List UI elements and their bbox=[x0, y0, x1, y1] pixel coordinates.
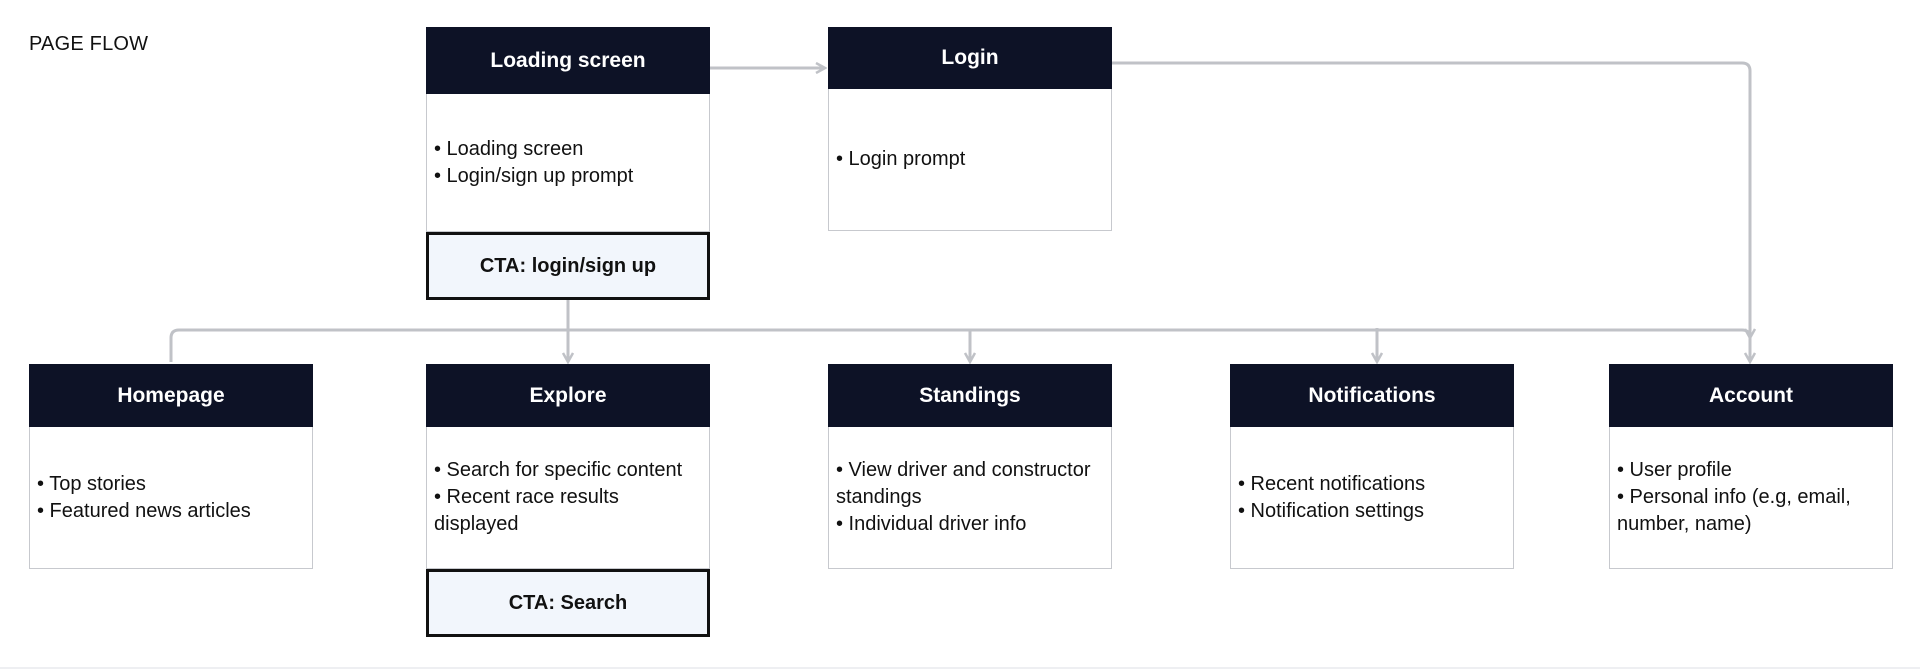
node-standings-body: • View driver and constructor standings … bbox=[828, 427, 1112, 569]
node-homepage-title: Homepage bbox=[29, 364, 313, 427]
node-loading-screen-body: • Loading screen • Login/sign up prompt bbox=[426, 94, 710, 232]
list-item: • Recent notifications bbox=[1238, 472, 1426, 495]
node-notifications-body: • Recent notifications • Notification se… bbox=[1230, 427, 1514, 569]
list-item: • Loading screen bbox=[434, 137, 584, 160]
connector-bus bbox=[169, 330, 1750, 362]
node-login-title: Login bbox=[828, 27, 1112, 89]
bottom-divider bbox=[0, 667, 1920, 669]
node-login: Login • Login prompt bbox=[828, 27, 1112, 231]
list-item: • View driver and constructor standings bbox=[836, 459, 1091, 508]
list-item: • Login prompt bbox=[836, 148, 966, 170]
list-item: • Individual driver info bbox=[836, 513, 1027, 535]
node-explore-title: Explore bbox=[426, 364, 710, 427]
list-item: • Login/sign up prompt bbox=[434, 164, 634, 187]
node-notifications-title: Notifications bbox=[1230, 364, 1514, 427]
node-account: Account • User profile • Personal info (… bbox=[1609, 364, 1893, 569]
node-explore: Explore • Search for specific content • … bbox=[426, 364, 710, 569]
list-item: • Personal info (e.g, email, number, nam… bbox=[1617, 486, 1851, 535]
node-account-body: • User profile • Personal info (e.g, ema… bbox=[1609, 427, 1893, 569]
node-notifications: Notifications • Recent notifications • N… bbox=[1230, 364, 1514, 569]
connector-login-to-account bbox=[1112, 61, 1750, 362]
node-loading-screen-title: Loading screen bbox=[426, 27, 710, 94]
cta-search[interactable]: CTA: Search bbox=[426, 569, 710, 637]
node-standings-title: Standings bbox=[828, 364, 1112, 427]
list-item: • Recent race results displayed bbox=[434, 486, 619, 535]
node-login-body: • Login prompt bbox=[828, 89, 1112, 231]
cta-login-sign-up[interactable]: CTA: login/sign up bbox=[426, 232, 710, 300]
list-item: • Search for specific content bbox=[434, 459, 683, 481]
list-item: • Notification settings bbox=[1238, 499, 1424, 522]
node-loading-screen: Loading screen • Loading screen • Login/… bbox=[426, 27, 710, 232]
node-standings: Standings • View driver and constructor … bbox=[828, 364, 1112, 569]
node-account-title: Account bbox=[1609, 364, 1893, 427]
page-title: PAGE FLOW bbox=[29, 33, 149, 55]
node-homepage-body: • Top stories • Featured news articles bbox=[29, 427, 313, 569]
list-item: • User profile bbox=[1617, 459, 1732, 481]
list-item: • Featured news articles bbox=[37, 499, 251, 522]
list-item: • Top stories bbox=[37, 472, 146, 495]
node-homepage: Homepage • Top stories • Featured news a… bbox=[29, 364, 313, 569]
node-explore-body: • Search for specific content • Recent r… bbox=[426, 427, 710, 569]
